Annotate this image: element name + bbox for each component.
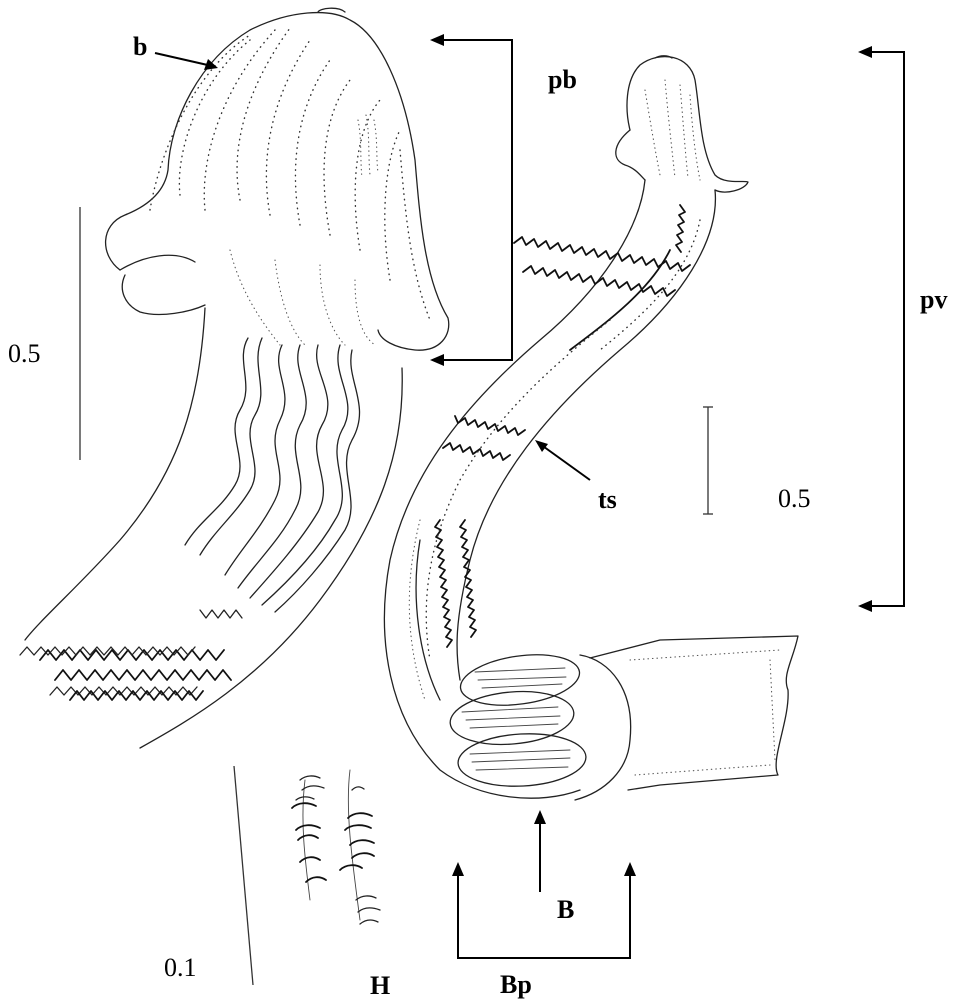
arrow-b [155, 53, 218, 70]
bracket-pb [430, 34, 512, 366]
label-Bp: Bp [500, 970, 532, 999]
hooks-drawing [292, 770, 380, 924]
proboscis-vagina-drawing [384, 56, 798, 800]
arrow-ts [535, 440, 590, 480]
label-ts: ts [598, 485, 617, 514]
label-H: H [370, 971, 390, 1000]
scale-label-hooks: 0.1 [164, 953, 197, 982]
scale-label-left: 0.5 [8, 339, 41, 368]
bracket-pv [858, 46, 904, 612]
label-b: b [133, 32, 147, 61]
scale-bar-hooks [234, 766, 253, 985]
label-pb: pb [548, 65, 577, 94]
scale-bar-right [703, 407, 713, 514]
label-pv: pv [920, 285, 947, 314]
bracket-Bp [452, 862, 636, 958]
scale-label-right: 0.5 [778, 484, 811, 513]
arrow-B [534, 810, 546, 892]
label-B: B [557, 895, 574, 924]
